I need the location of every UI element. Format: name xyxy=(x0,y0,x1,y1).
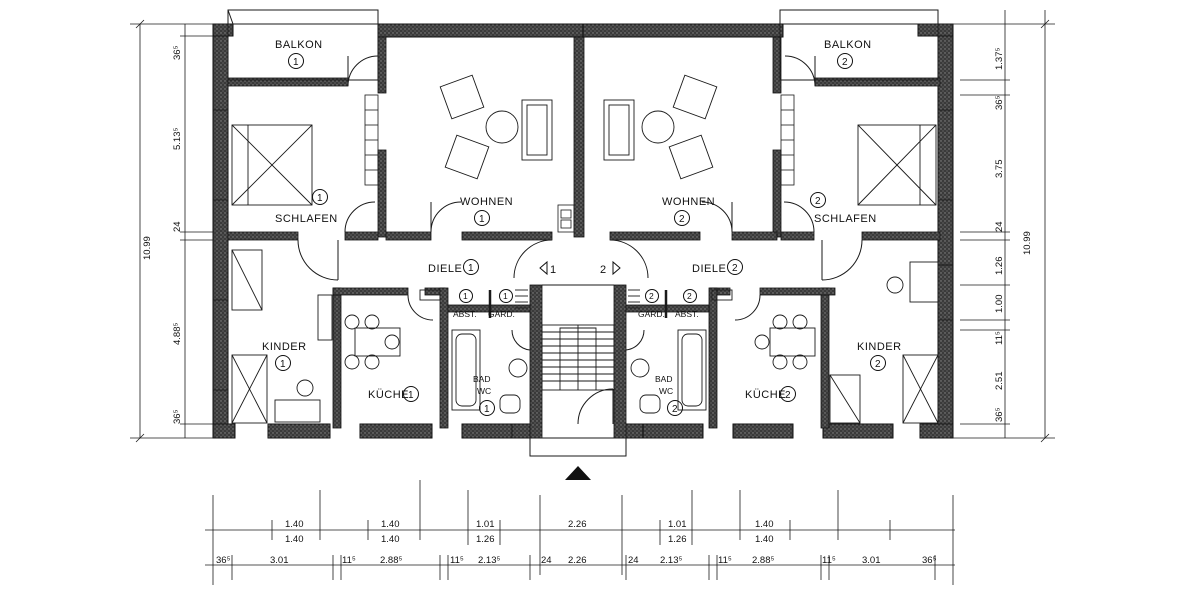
dim-bottom-r3: 2.13⁵ xyxy=(478,555,500,566)
room-label-wc-2: WC xyxy=(659,386,673,396)
right-dimension-chain xyxy=(953,10,1055,443)
dim-bottom-r2: 1.26 xyxy=(668,534,687,545)
stair-label-left: 1 xyxy=(550,264,557,276)
bottom-dimension-labels: 1.40 1.40 1.01 2.26 1.01 1.40 1.40 1.40 … xyxy=(216,519,937,566)
bottom-dimension-lines xyxy=(205,480,955,585)
unit-badge: 1 xyxy=(463,291,468,301)
room-label-bad-1: BAD xyxy=(473,374,490,384)
unit-badge: 2 xyxy=(672,404,678,415)
room-label-kueche-2: KÜCHE xyxy=(745,389,786,401)
dim-segment: 3.75 xyxy=(994,160,1005,179)
room-label-kinder-2: KINDER xyxy=(857,341,902,353)
unit-badge: 1 xyxy=(468,263,474,274)
dim-total-right: 10.99 xyxy=(1022,231,1033,255)
room-label-schlafen-2: SCHLAFEN xyxy=(814,213,877,225)
unit-badge: 1 xyxy=(293,57,299,68)
dim-segment: 4.88⁵ xyxy=(172,323,183,345)
dim-bottom-r3: 11⁵ xyxy=(718,555,732,566)
plan-linework xyxy=(213,9,953,457)
room-label-abst-1: ABST. xyxy=(453,309,477,319)
unit-badge: 2 xyxy=(679,214,685,225)
dim-bottom-r3: 11⁵ xyxy=(342,555,356,566)
room-label-diele-2: DIELE xyxy=(692,263,726,275)
dim-bottom-r3: 36⁵ xyxy=(922,555,937,566)
unit-badge: 1 xyxy=(317,193,323,204)
dim-bottom-r2: 1.40 xyxy=(755,534,774,545)
unit-badge: 1 xyxy=(408,390,414,401)
dim-segment: 5.13⁵ xyxy=(172,128,183,150)
interior-walls xyxy=(227,36,941,439)
dim-segment: 24 xyxy=(172,221,183,232)
unit-badge: 2 xyxy=(687,291,692,301)
right-dimension-labels: 10.99 1.37⁵ 36⁵ 3.75 24 1.26 1.00 11⁵ 2.… xyxy=(994,48,1033,422)
dim-bottom-r2: 1.40 xyxy=(285,534,304,545)
dim-bottom-r3: 2.13⁵ xyxy=(660,555,682,566)
room-label-kinder-1: KINDER xyxy=(262,341,307,353)
room-label-balkon-1: BALKON xyxy=(275,39,323,51)
unit-badge: 2 xyxy=(732,263,738,274)
dim-total-left: 10.99 xyxy=(142,236,153,260)
dim-segment: 36⁵ xyxy=(172,45,183,60)
dim-segment: 36⁵ xyxy=(994,95,1005,110)
room-label-gard-2: GARD. xyxy=(638,309,665,319)
dim-segment: 1.37⁵ xyxy=(994,48,1005,70)
staircase xyxy=(541,324,615,391)
room-label-balkon-2: BALKON xyxy=(824,39,872,51)
dim-segment: 11⁵ xyxy=(994,331,1005,345)
room-label-schlafen-1: SCHLAFEN xyxy=(275,213,338,225)
dim-bottom-r3: 3.01 xyxy=(270,555,289,566)
dim-bottom-r1: 1.01 xyxy=(668,519,687,530)
dim-segment: 36⁵ xyxy=(994,407,1005,422)
dim-bottom-r3: 2.88⁵ xyxy=(752,555,774,566)
left-dimension-labels: 10.99 36⁵ 5.13⁵ 24 4.88⁵ 36⁵ xyxy=(142,45,183,424)
room-label-wohnen-2: WOHNEN xyxy=(662,196,715,208)
room-label-wc-1: WC xyxy=(477,386,491,396)
dim-segment: 24 xyxy=(994,221,1005,232)
dim-bottom-r1: 1.40 xyxy=(755,519,774,530)
room-label-bad-2: BAD xyxy=(655,374,672,384)
dim-bottom-r3: 3.01 xyxy=(862,555,881,566)
dim-bottom-r3: 2.88⁵ xyxy=(380,555,402,566)
dim-segment: 2.51 xyxy=(994,372,1005,391)
room-label-abst-2: ABST. xyxy=(675,309,699,319)
dim-bottom-r3: 2.26 xyxy=(568,555,587,566)
unit-badge: 1 xyxy=(280,359,286,370)
exterior-walls xyxy=(212,23,954,439)
closets xyxy=(364,94,795,233)
unit-badge: 1 xyxy=(503,291,508,301)
dim-bottom-r2: 1.26 xyxy=(476,534,495,545)
dim-bottom-r3: 11⁵ xyxy=(450,555,464,566)
dim-bottom-r3: 36⁵ xyxy=(216,555,231,566)
dim-bottom-r1: 2.26 xyxy=(568,519,587,530)
room-label-wohnen-1: WOHNEN xyxy=(460,196,513,208)
dim-segment: 36⁵ xyxy=(172,409,183,424)
dim-bottom-r1: 1.40 xyxy=(381,519,400,530)
dim-segment: 1.26 xyxy=(994,257,1005,276)
room-labels: BALKON 1 BALKON 2 WOHNEN 1 WOHNEN 2 1 SC… xyxy=(262,39,902,416)
unit-badge: 2 xyxy=(649,291,654,301)
dim-bottom-r1: 1.01 xyxy=(476,519,495,530)
dim-bottom-r2: 1.40 xyxy=(381,534,400,545)
unit-badge: 2 xyxy=(875,359,881,370)
dim-bottom-r3: 11⁵ xyxy=(822,555,836,566)
unit-badge: 2 xyxy=(815,196,821,207)
room-label-kueche-1: KÜCHE xyxy=(368,389,409,401)
unit-badge: 2 xyxy=(785,390,791,401)
dim-bottom-r3: 24 xyxy=(541,555,552,566)
unit-badge: 1 xyxy=(479,214,485,225)
stair-label-right: 2 xyxy=(600,264,607,276)
unit-badge: 1 xyxy=(484,404,490,415)
left-dimension-chain xyxy=(130,19,213,443)
dim-bottom-r1: 1.40 xyxy=(285,519,304,530)
room-label-diele-1: DIELE xyxy=(428,263,462,275)
unit-badge: 2 xyxy=(842,57,848,68)
entrance-arrow-icon xyxy=(565,466,591,480)
room-label-gard-1: GARD. xyxy=(488,309,515,319)
dim-bottom-r3: 24 xyxy=(628,555,639,566)
dim-segment: 1.00 xyxy=(994,295,1005,314)
furniture xyxy=(231,74,939,424)
